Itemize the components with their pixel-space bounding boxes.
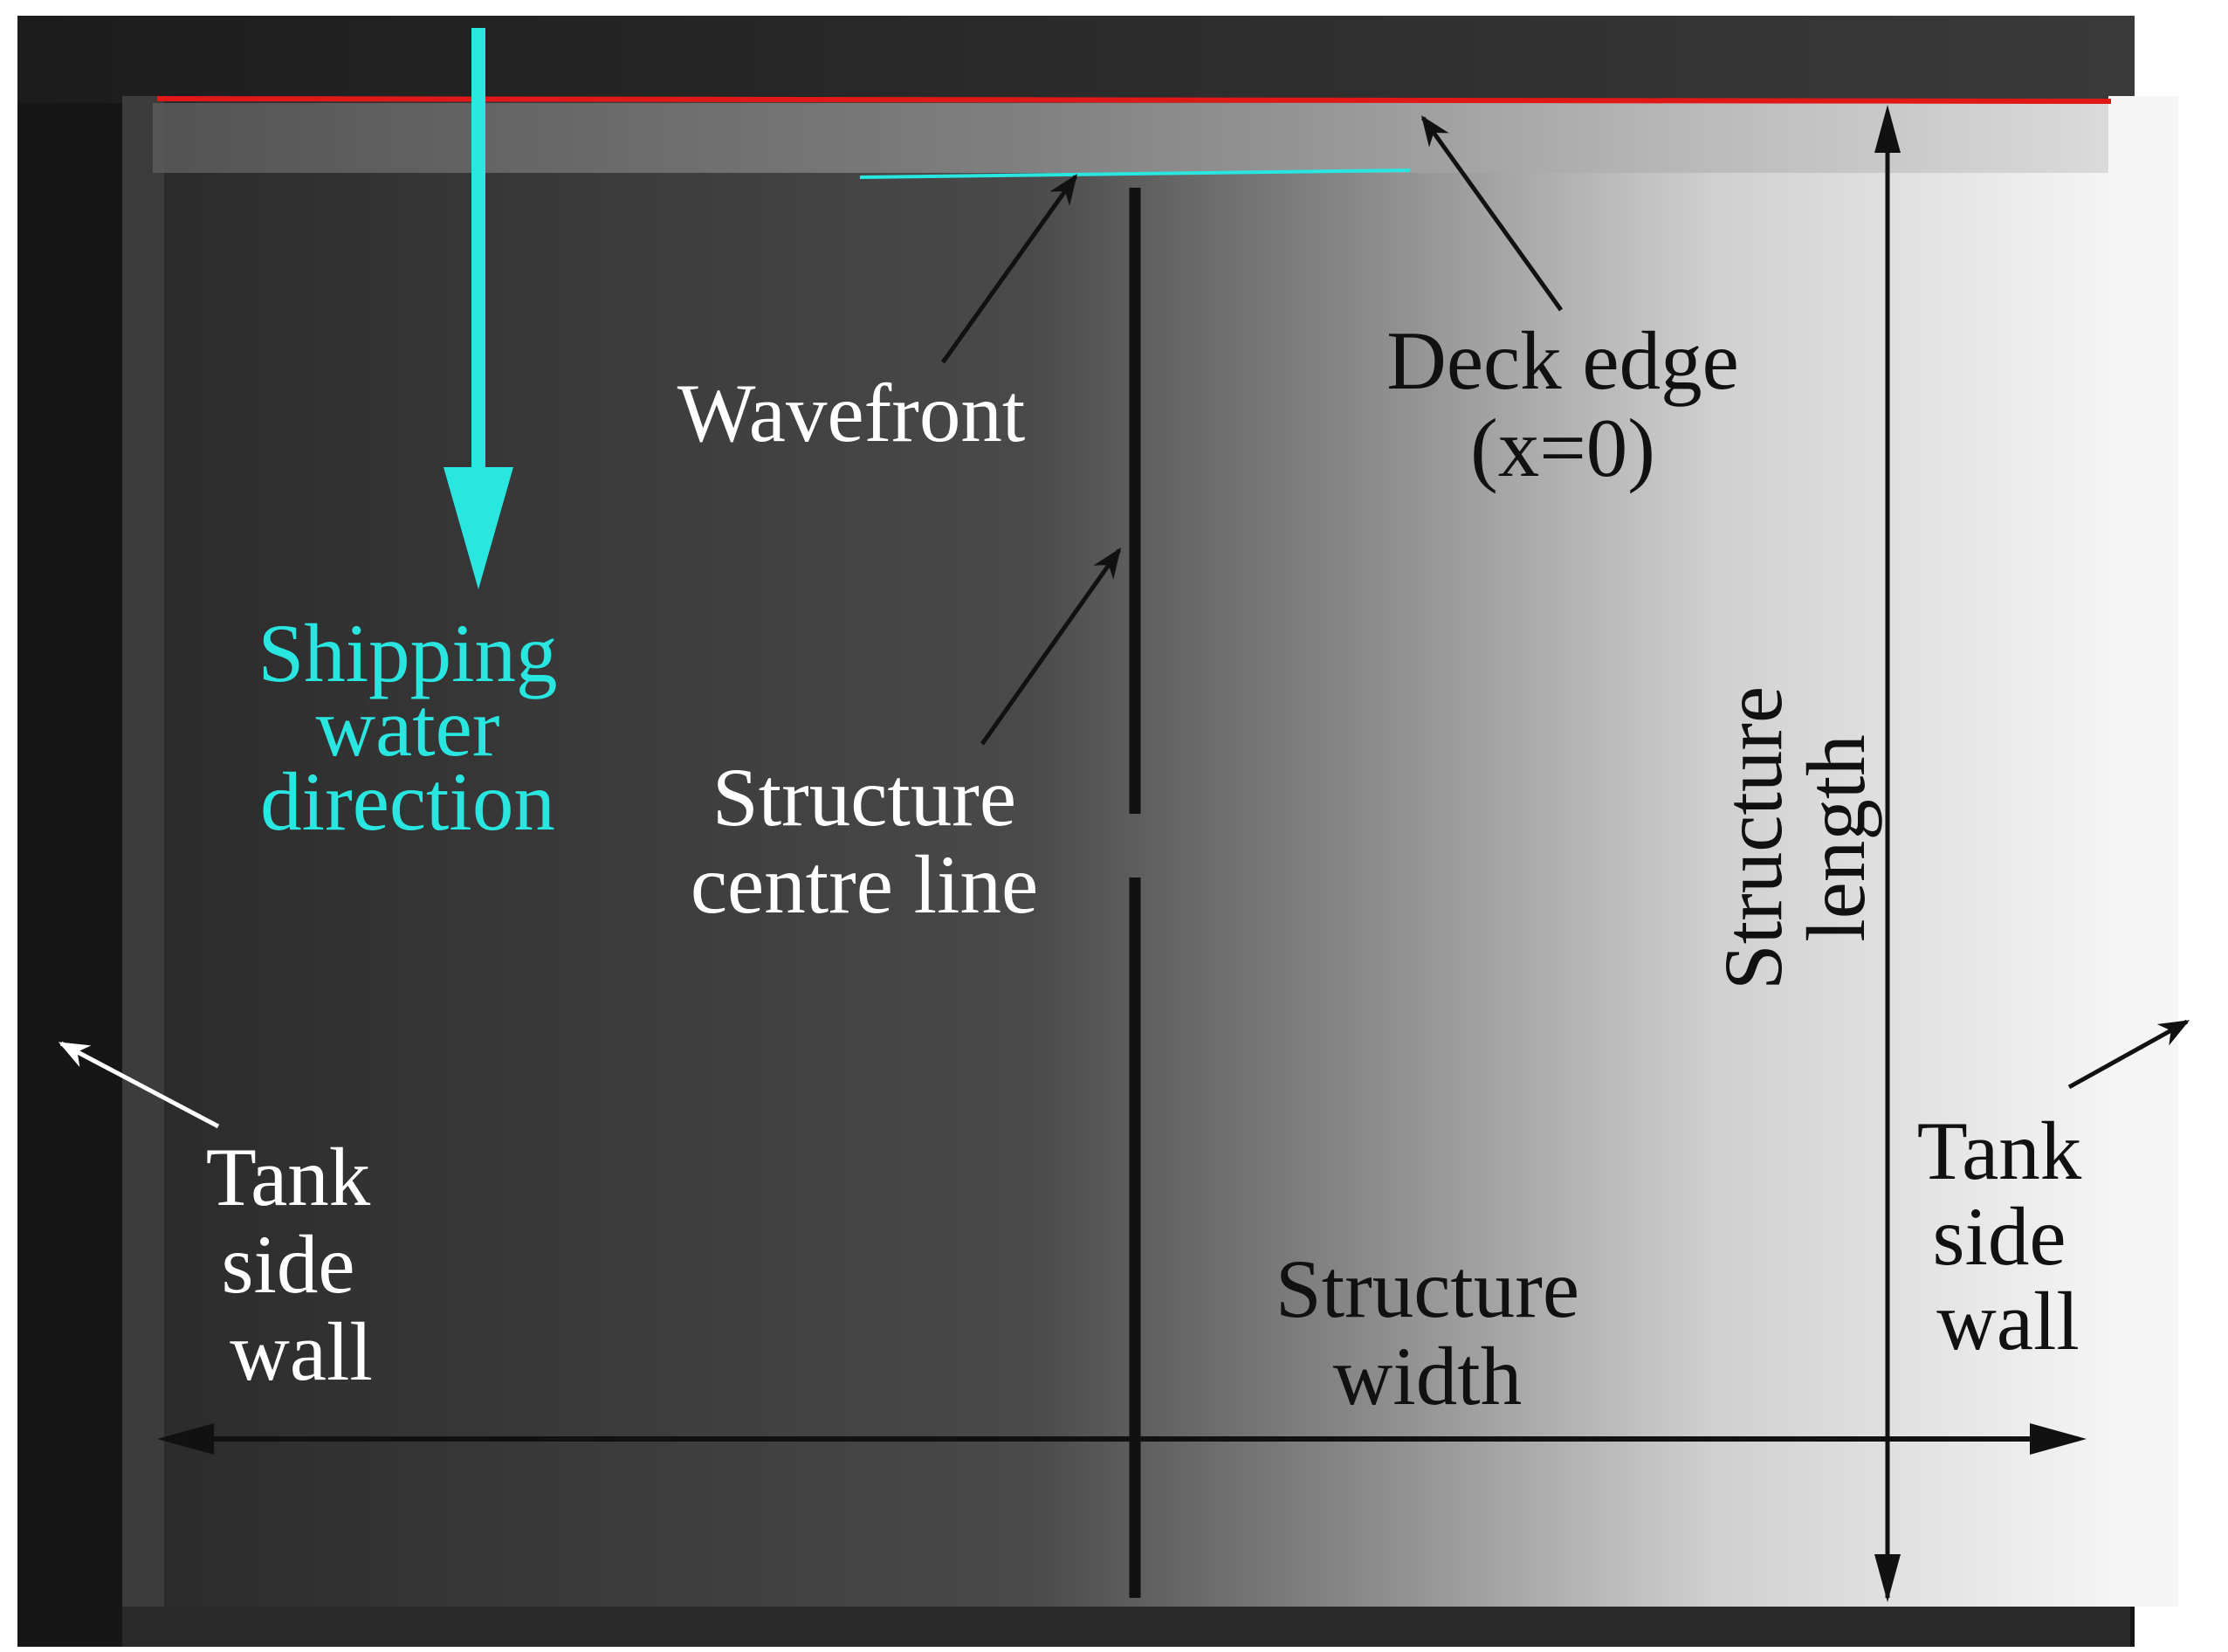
right-wall-label-line2: side: [1932, 1190, 2066, 1283]
centre-line-label-line2: centre line: [691, 838, 1038, 931]
deck-edge-label-line2: (x=0): [1470, 402, 1655, 494]
shipping-arrow-head: [444, 467, 513, 589]
structure-length-label-line1: Structure: [1707, 686, 1799, 990]
structure-length-arrowhead-top: [1874, 105, 1901, 153]
deck-edge-label-line1: Deck edge: [1386, 314, 1739, 407]
deck-strip: [153, 103, 2108, 173]
wavefront-label: Wavefront: [677, 367, 1026, 459]
structure-length-label: Structure length: [1707, 686, 1882, 990]
left-wall-pointer-arrow: [58, 1041, 220, 1129]
wavefront-line: [859, 169, 1411, 179]
right-wall-pointer-arrow: [2067, 1019, 2190, 1090]
structure-width-arrowhead-left: [157, 1423, 214, 1455]
centre-line-pointer-arrow: [980, 547, 1122, 746]
structure-width-label-line2: width: [1333, 1330, 1522, 1422]
structure-length-arrowhead-bottom: [1874, 1554, 1901, 1602]
right-wall-label-line3: wall: [1936, 1275, 2080, 1367]
shipping-label-line3: direction: [260, 755, 555, 848]
left-wall-label-line3: wall: [230, 1305, 373, 1398]
top-dark-band: [17, 16, 2135, 103]
right-white-strip: [2108, 96, 2178, 1607]
structure-width-label-line1: Structure: [1276, 1242, 1579, 1335]
deck-edge-pointer-arrow: [1420, 115, 1564, 312]
left-wall-strip: [122, 96, 164, 1607]
shipping-label-line1: Shipping: [258, 607, 557, 699]
structure-length-label-line2: length: [1790, 734, 1882, 941]
right-wall-label-line1: Tank: [1917, 1105, 2082, 1197]
wavefront-pointer-arrow: [940, 174, 1078, 364]
left-wall-label-line1: Tank: [206, 1131, 371, 1223]
shipping-label-line2: water: [316, 681, 500, 774]
left-wall-label-line2: side: [221, 1218, 354, 1311]
structure-width-arrowhead-right: [2030, 1423, 2087, 1455]
deck-edge-line: [156, 96, 2112, 104]
centre-line-label-line1: Structure: [712, 751, 1016, 843]
bottom-dark-band: [122, 1607, 2130, 1647]
